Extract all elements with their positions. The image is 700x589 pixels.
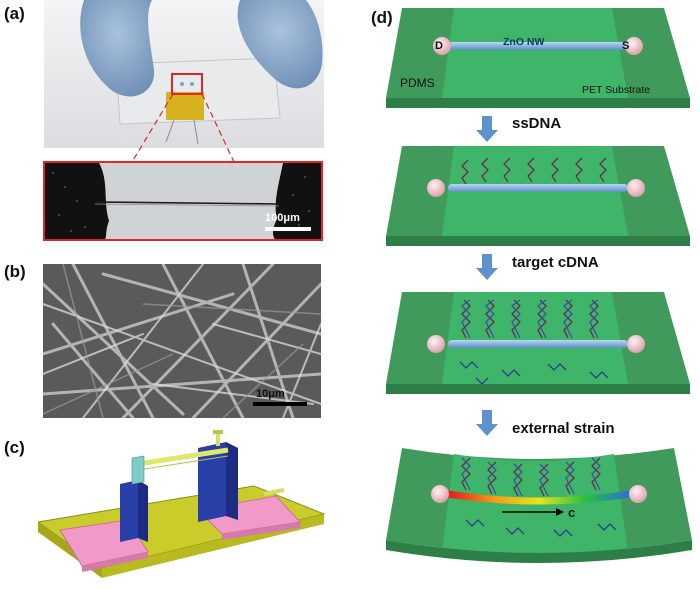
scale-label-b: 10μm <box>256 388 285 400</box>
scale-bar-a <box>265 227 311 231</box>
zno-nanowire-1 <box>448 42 628 50</box>
device-stage-bare <box>386 8 690 108</box>
device-stage-strain <box>386 448 692 563</box>
ssdna-probes <box>461 157 607 185</box>
zoom-region-box <box>171 73 203 95</box>
scale-bar-b <box>253 402 307 406</box>
step-strain-label: external strain <box>512 420 615 437</box>
nanowire-label: ZnO NW <box>503 36 545 48</box>
sensing-schematic <box>386 8 692 563</box>
zoom-lines <box>131 93 235 163</box>
right-glove-finger <box>237 0 323 89</box>
step-arrow-2 <box>476 254 498 280</box>
drain-label: D <box>435 40 443 52</box>
guide-rod-upper <box>137 447 229 467</box>
nanowire-micrograph <box>94 201 280 205</box>
strained-nanowire <box>444 490 634 505</box>
device-stage-ssdna <box>386 146 690 246</box>
step-ssdna-label: ssDNA <box>512 115 562 132</box>
device-stage-cdna <box>386 292 690 394</box>
pet-film <box>115 57 281 125</box>
panel-label-d: (d) <box>371 8 393 27</box>
panel-label-b: (b) <box>4 262 26 281</box>
right-blue-block <box>198 442 226 522</box>
source-electrode-1 <box>625 37 643 55</box>
scale-label-a: 100μm <box>265 212 300 224</box>
screw-right <box>263 488 285 496</box>
step-arrow-3 <box>476 410 498 436</box>
panel-label-c: (c) <box>4 438 25 457</box>
dsdna-helices <box>461 299 599 339</box>
bending-stage-render <box>38 430 326 578</box>
source-label: S <box>622 40 630 52</box>
pdms-label: PDMS <box>400 76 435 90</box>
panel-label-a: (a) <box>4 4 25 23</box>
sem-image <box>43 264 321 418</box>
left-blue-block <box>120 480 138 542</box>
step-arrow-1 <box>476 116 498 142</box>
bracket <box>131 455 145 485</box>
free-cdna <box>459 361 609 385</box>
microscope-inset <box>43 161 323 241</box>
left-glove-finger <box>80 0 155 97</box>
c-axis-label: c <box>568 505 576 520</box>
device-photo <box>44 0 324 148</box>
electrode-pad <box>166 92 204 120</box>
step-cdna-label: target cDNA <box>512 254 599 271</box>
drain-electrode-1 <box>433 37 451 55</box>
pet-substrate-label: PET Substrate <box>582 84 651 96</box>
